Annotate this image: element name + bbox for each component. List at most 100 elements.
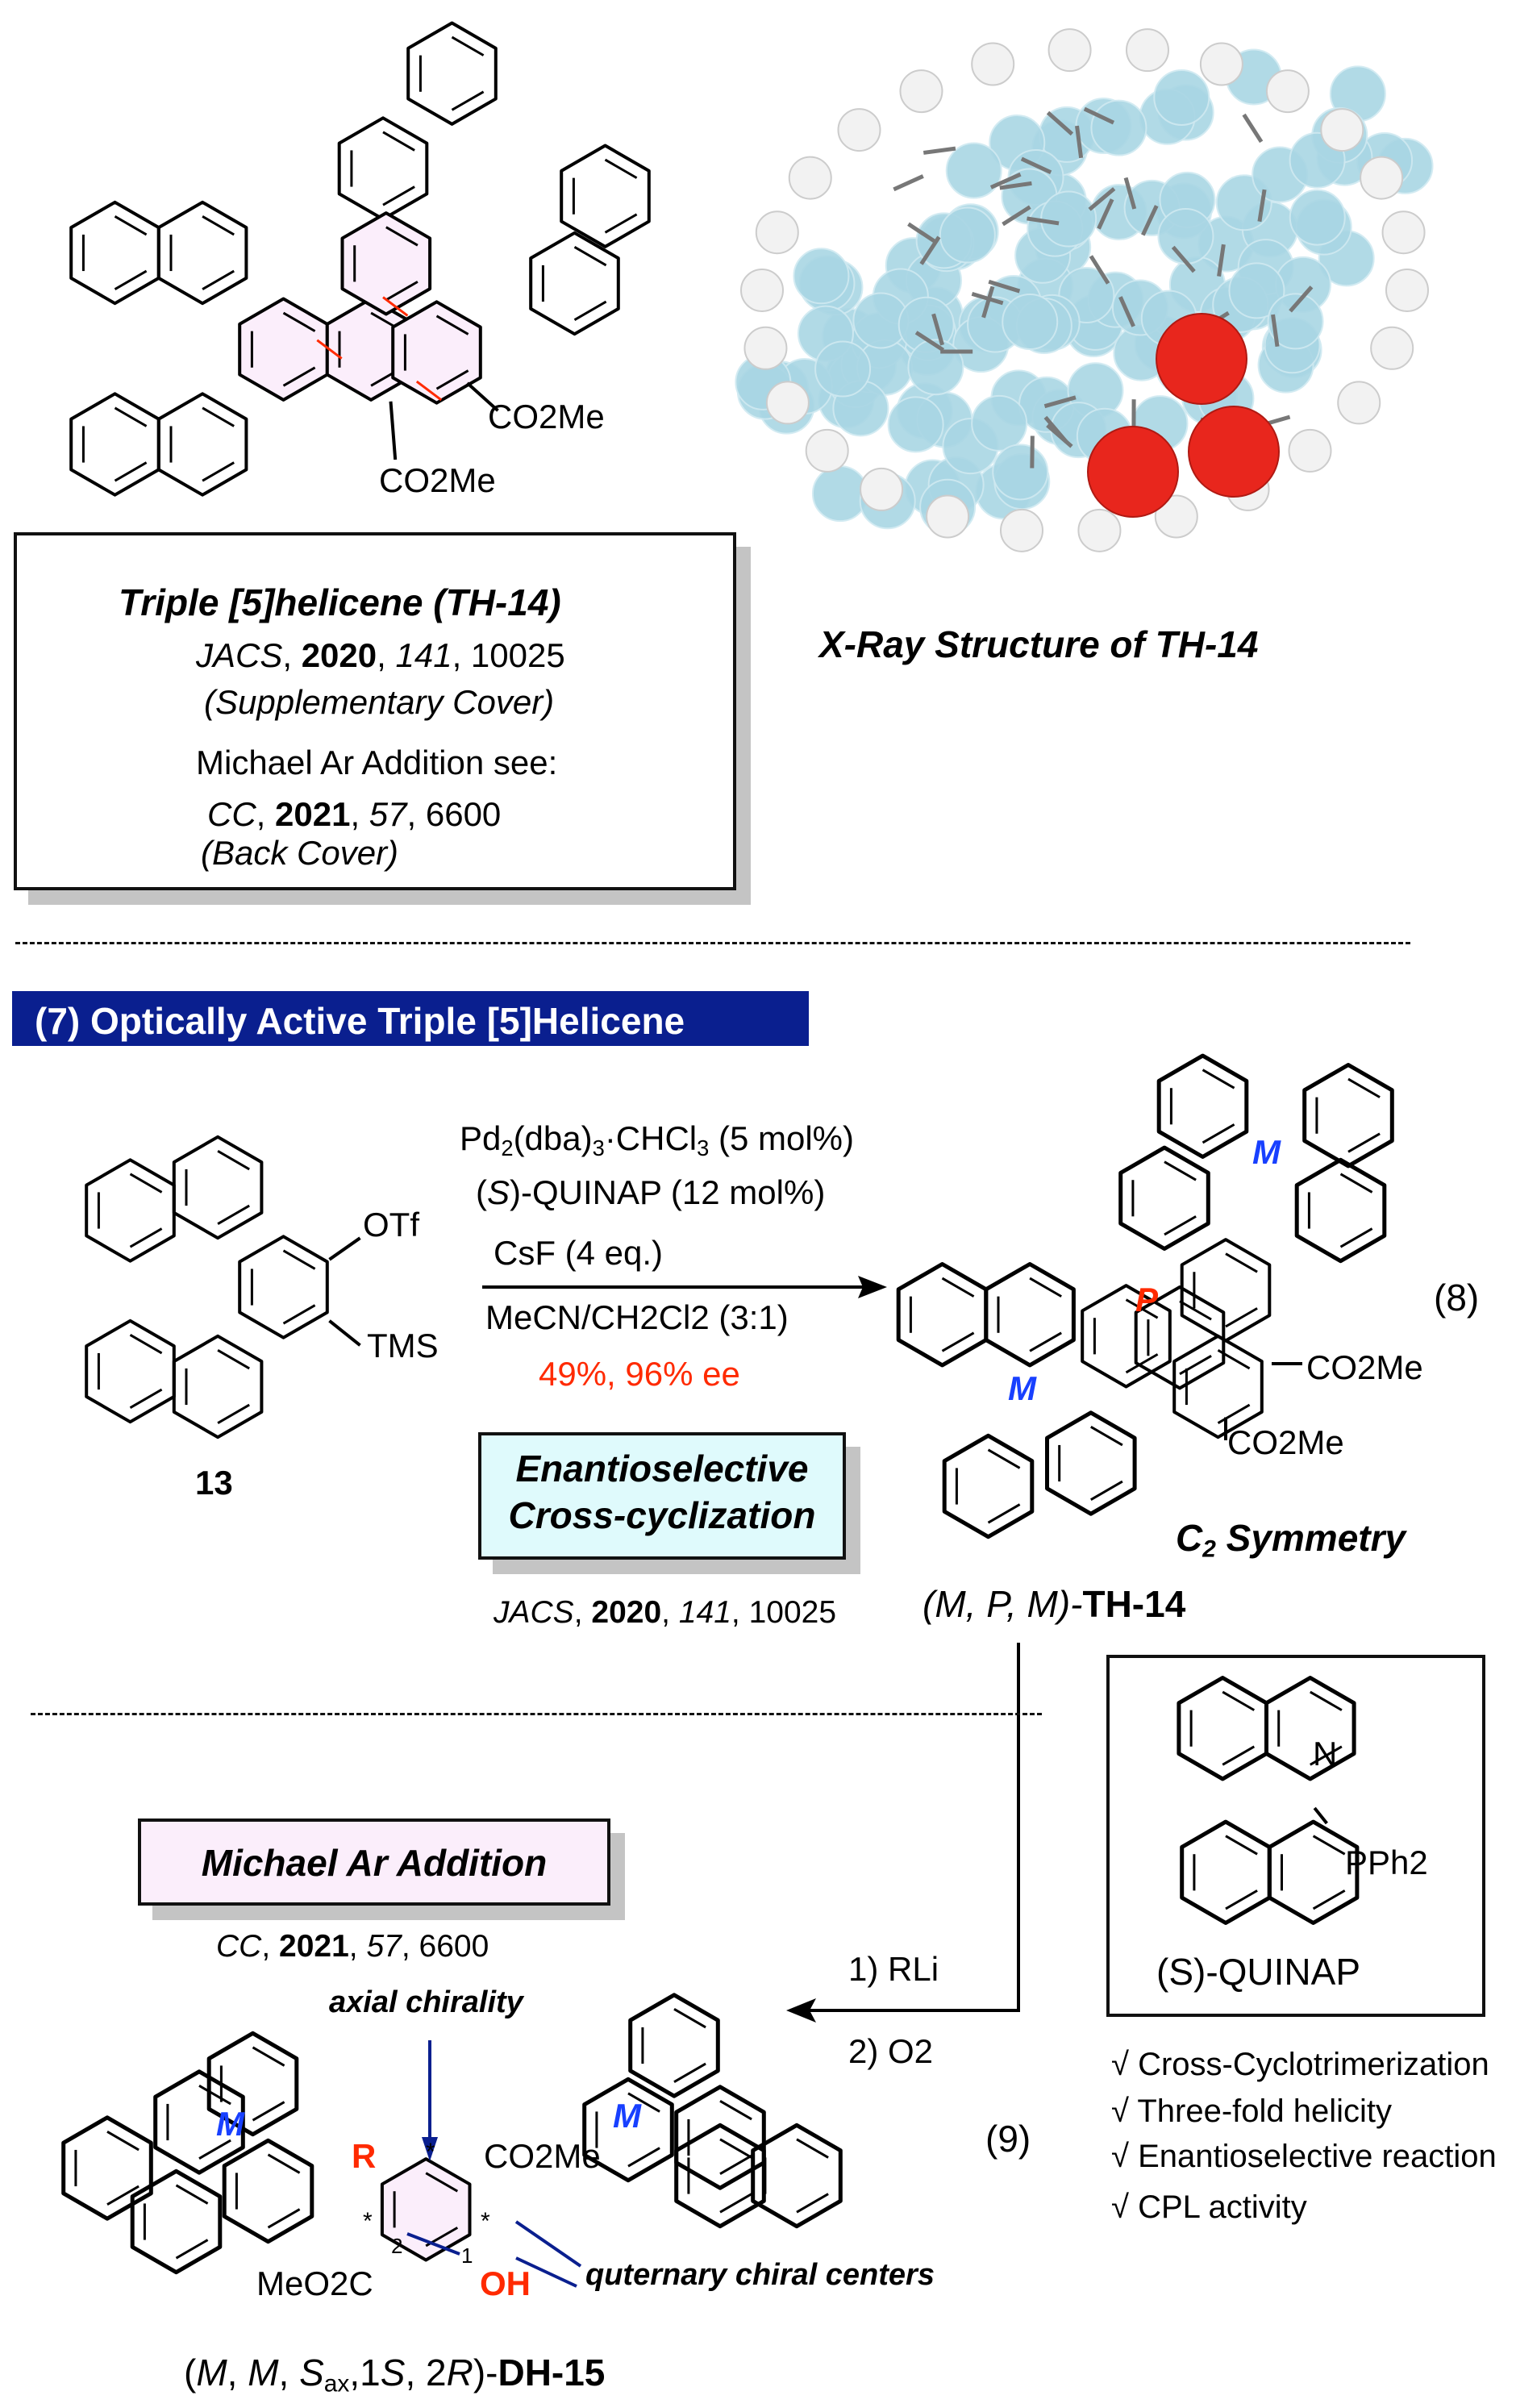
double-bond xyxy=(1312,1889,1346,1910)
carbon-atom xyxy=(1228,262,1285,319)
double-bond xyxy=(425,2172,459,2193)
compound-13-label: 13 xyxy=(195,1464,233,1502)
double-bond xyxy=(1312,1835,1346,1856)
double-bond xyxy=(202,406,235,427)
aromatic-ring xyxy=(1172,1334,1264,1439)
double-bond xyxy=(1222,1690,1256,1711)
double-bond xyxy=(198,2139,231,2160)
checklist-item: √ CPL activity xyxy=(1111,2189,1307,2225)
bond xyxy=(328,1319,361,1347)
aromatic-ring xyxy=(942,1433,1035,1539)
reference-cc-2[interactable]: CC, 2021, 57, 6600 xyxy=(216,1929,489,1964)
carbon-atom xyxy=(814,340,872,398)
hydrogen-atom xyxy=(1199,42,1243,86)
stereocenter-star: * xyxy=(481,2208,490,2235)
double-bond xyxy=(106,2131,140,2152)
bond-stick xyxy=(1271,314,1280,348)
arrow-head-icon xyxy=(858,1276,887,1298)
double-bond xyxy=(435,315,469,335)
ref2-note: (Back Cover) xyxy=(201,834,399,872)
aromatic-ring xyxy=(1118,1145,1210,1251)
double-bond xyxy=(673,2008,706,2029)
bond-stick xyxy=(1030,435,1035,469)
aromatic-ring xyxy=(1156,1053,1249,1159)
double-bond xyxy=(1347,1132,1381,1153)
hydrogen-atom xyxy=(1125,28,1169,73)
cleavage-mark xyxy=(415,380,443,402)
hydrogen-atom xyxy=(1077,508,1122,552)
double-bond xyxy=(106,2185,140,2206)
bond-stick xyxy=(1002,205,1031,227)
hydrogen-atom xyxy=(1385,269,1429,312)
quinap-n: N xyxy=(1313,1735,1338,1773)
double-bond xyxy=(1164,1215,1197,1236)
double-bond xyxy=(385,281,419,302)
double-bond xyxy=(941,1331,975,1352)
aromatic-ring xyxy=(153,2069,245,2175)
dh15-ester-top: CO2Me xyxy=(484,2137,601,2175)
reference-jacs[interactable]: JACS, 2020, 141, 10025 xyxy=(196,636,565,674)
double-bond xyxy=(604,213,638,234)
aromatic-ring xyxy=(1294,1157,1387,1264)
double-bond xyxy=(252,2101,285,2122)
bond-stick xyxy=(1043,415,1068,444)
double-bond xyxy=(252,2046,285,2067)
highlight-line-1: Enantioselective xyxy=(515,1448,809,1489)
double-bond xyxy=(719,2193,752,2214)
hydrogen-atom xyxy=(1288,428,1332,473)
hydrogen-atom xyxy=(971,42,1015,86)
aromatic-ring xyxy=(406,21,498,126)
aromatic-ring xyxy=(529,231,620,336)
quaternary-arrow-icon xyxy=(514,2220,582,2268)
tms-label: TMS xyxy=(367,1327,439,1364)
double-bond xyxy=(129,1227,163,1248)
helicity-m-left: M xyxy=(216,2105,244,2143)
bond xyxy=(466,381,499,412)
double-bond xyxy=(114,406,148,427)
double-bond xyxy=(1179,1354,1212,1376)
double-bond xyxy=(282,366,316,387)
hydrogen-atom xyxy=(1381,210,1426,255)
carbon-atom xyxy=(1090,99,1147,156)
aromatic-ring xyxy=(751,2123,843,2229)
th14-product-name: (M, P, M)-TH-14 xyxy=(923,1583,1186,1625)
hydrogen-atom xyxy=(1047,28,1092,73)
aromatic-ring xyxy=(1134,1285,1226,1390)
aromatic-ring xyxy=(674,2085,766,2190)
reference-jacs-2[interactable]: JACS, 2020, 141, 10025 xyxy=(494,1595,837,1630)
divider-middle xyxy=(31,1713,1042,1715)
bond-stick xyxy=(981,285,995,319)
double-bond xyxy=(719,2138,752,2159)
product-ester-2: CO2Me xyxy=(1227,1423,1344,1461)
double-bond xyxy=(627,2092,660,2113)
aromatic-ring xyxy=(222,2138,314,2244)
condition-catalyst: Pd2(dba)3·CHCl3 (5 mol%) xyxy=(460,1119,855,1160)
bond-stick xyxy=(1046,110,1074,136)
oxygen-atom xyxy=(1087,426,1179,518)
double-bond xyxy=(719,2154,752,2175)
double-bond xyxy=(573,246,607,267)
bond-stick xyxy=(1020,156,1052,174)
double-bond xyxy=(1339,1173,1373,1194)
checklist-item: √ Enantioselective reaction xyxy=(1111,2139,1497,2174)
double-bond xyxy=(451,90,485,111)
checklist-item: √ Three-fold helicity xyxy=(1111,2093,1393,2129)
hydrogen-atom xyxy=(837,108,881,152)
hydrogen-atom xyxy=(1320,108,1364,152)
hydrogen-atom xyxy=(899,69,943,114)
double-bond xyxy=(796,2193,829,2214)
bond-stick xyxy=(1289,285,1314,313)
double-bond xyxy=(382,131,415,152)
oxygen-atom xyxy=(1188,406,1280,498)
reference-cc[interactable]: CC, 2021, 57, 6600 xyxy=(207,795,502,833)
aromatic-ring xyxy=(1045,1410,1137,1516)
aromatic-ring xyxy=(85,1319,176,1424)
hydrogen-atom xyxy=(805,428,849,473)
double-bond xyxy=(1202,1069,1235,1089)
step-1: 1) RLi xyxy=(848,1950,939,1988)
double-bond xyxy=(1310,1745,1343,1766)
double-bond xyxy=(573,300,607,321)
bond-stick xyxy=(988,279,1021,294)
double-bond xyxy=(435,369,469,390)
hydrogen-atom xyxy=(1154,494,1198,539)
